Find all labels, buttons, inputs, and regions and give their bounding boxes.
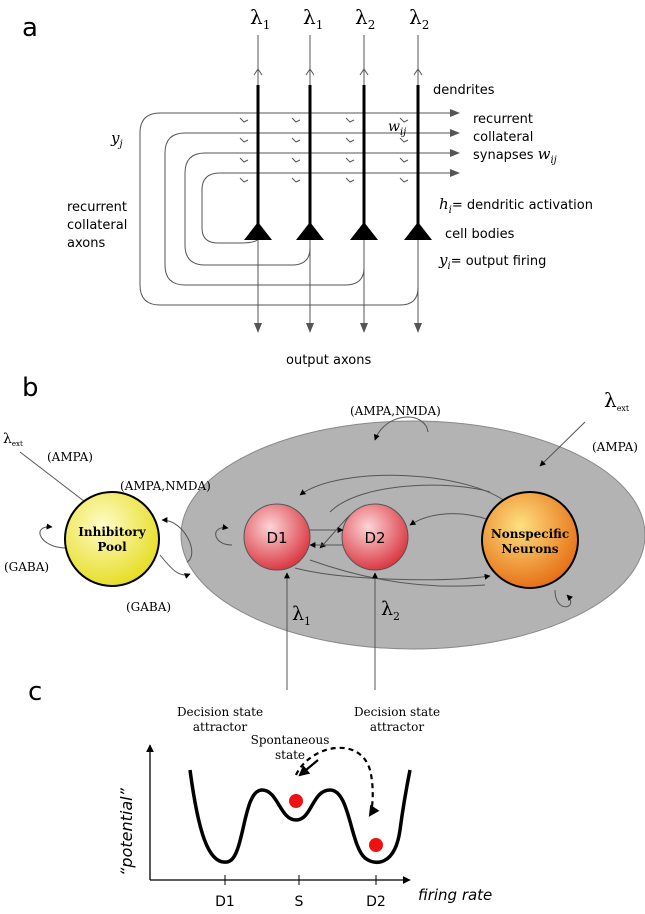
tick-label-s: S	[295, 894, 304, 910]
inhibitory-label-2: Pool	[97, 540, 127, 554]
d2-node	[341, 503, 409, 571]
wij-label: wij	[388, 119, 406, 138]
cell-bodies	[244, 222, 432, 240]
d1-node	[243, 503, 311, 571]
panel-a: a λ1 λ1 λ2 λ2	[22, 5, 593, 368]
decision-right-label-1: Decision state	[354, 705, 440, 719]
axons-label-1: recurrent	[67, 200, 127, 215]
axons-label-2: collateral	[67, 218, 127, 233]
yi-label: yi= output firing	[438, 251, 546, 272]
panel-a-label: a	[22, 13, 38, 43]
cell-bodies-label: cell bodies	[445, 227, 515, 242]
synapses-label: synapses wij	[473, 145, 557, 166]
ampa-nmda-left-label: (AMPA,NMDA)	[120, 479, 211, 493]
potential-curve	[188, 769, 412, 865]
inhibitory-self-loop	[39, 523, 67, 549]
lambda2-label: λ2	[381, 598, 400, 623]
panel-b-label: b	[22, 373, 39, 403]
recurrent-label-2: collateral	[473, 130, 533, 145]
lambda-label-1: λ1	[250, 5, 270, 32]
nonspecific-neurons-node	[481, 491, 579, 589]
synapse-marks	[239, 117, 409, 183]
lambda-label-3: λ2	[355, 5, 375, 32]
dendrites-label: dendrites	[433, 83, 495, 98]
decision-left-label-2: attractor	[193, 720, 247, 734]
inhibitory-label-1: Inhibitory	[78, 525, 146, 539]
panel-c: c Decision state attractor Decision stat…	[28, 677, 492, 910]
hi-label: hi= dendritic activation	[439, 195, 593, 216]
input-lines	[253, 35, 423, 85]
tick-label-d1: D1	[215, 894, 235, 910]
tick-label-d2: D2	[366, 894, 386, 910]
axons-label-3: axons	[67, 236, 105, 251]
lambda-ext-right-arrow	[539, 421, 586, 467]
y-axis-label: “potential”	[117, 787, 136, 875]
spontaneous-state-marker	[289, 794, 303, 808]
ampa-right-label: (AMPA)	[592, 440, 638, 454]
top-self-loop	[373, 416, 429, 441]
ampa-left-label: (AMPA)	[47, 450, 93, 464]
lambda1-label: λ1	[292, 603, 311, 628]
output-axons	[257, 240, 419, 325]
recurrent-label-1: recurrent	[473, 112, 533, 127]
gaba-bottom-label: (GABA)	[126, 600, 171, 614]
x-axis-label: firing rate	[418, 886, 492, 904]
lambda-labels-a: λ1 λ1 λ2 λ2	[250, 5, 429, 32]
decision-right-label-2: attractor	[370, 720, 424, 734]
panel-b: b (AMPA,NMDA) λext (AMPA) λext (AMPA) (A…	[3, 373, 645, 690]
decision-left-label-1: Decision state	[177, 705, 263, 719]
transition-arrow	[295, 746, 380, 817]
spontaneous-label-1: Spontaneous	[251, 733, 330, 747]
collateral-arrowheads	[450, 109, 460, 177]
internal-connections	[215, 474, 573, 608]
oval-to-inhibitory	[161, 517, 193, 563]
yj-label: yj	[110, 129, 123, 150]
output-axons-label: output axons	[286, 353, 371, 368]
lambda-label-2: λ1	[303, 5, 323, 32]
d1-label: D1	[266, 529, 287, 547]
gaba-left-label: (GABA)	[4, 560, 49, 574]
d2-label: D2	[364, 529, 385, 547]
dendrites	[256, 85, 420, 225]
network-oval	[180, 420, 645, 650]
nonspecific-label-1: Nonspecific	[491, 527, 569, 541]
panel-c-label: c	[28, 677, 42, 707]
transition-arrow-back	[298, 759, 319, 777]
top-ampa-nmda-label: (AMPA,NMDA)	[350, 404, 441, 418]
lambda-label-4: λ2	[409, 5, 429, 32]
decision-state-marker	[369, 838, 383, 852]
inhibitory-to-oval	[159, 554, 191, 579]
lambda-ext-right: λext	[604, 388, 630, 413]
lambda-ext-left: λext	[3, 431, 23, 448]
spontaneous-label-2: state	[275, 748, 305, 762]
recurrent-collaterals	[139, 112, 455, 306]
lambda-ext-left-arrow	[19, 451, 94, 509]
nonspecific-label-2: Neurons	[501, 542, 558, 556]
output-arrowheads	[254, 323, 422, 333]
inhibitory-pool-node	[64, 491, 160, 587]
